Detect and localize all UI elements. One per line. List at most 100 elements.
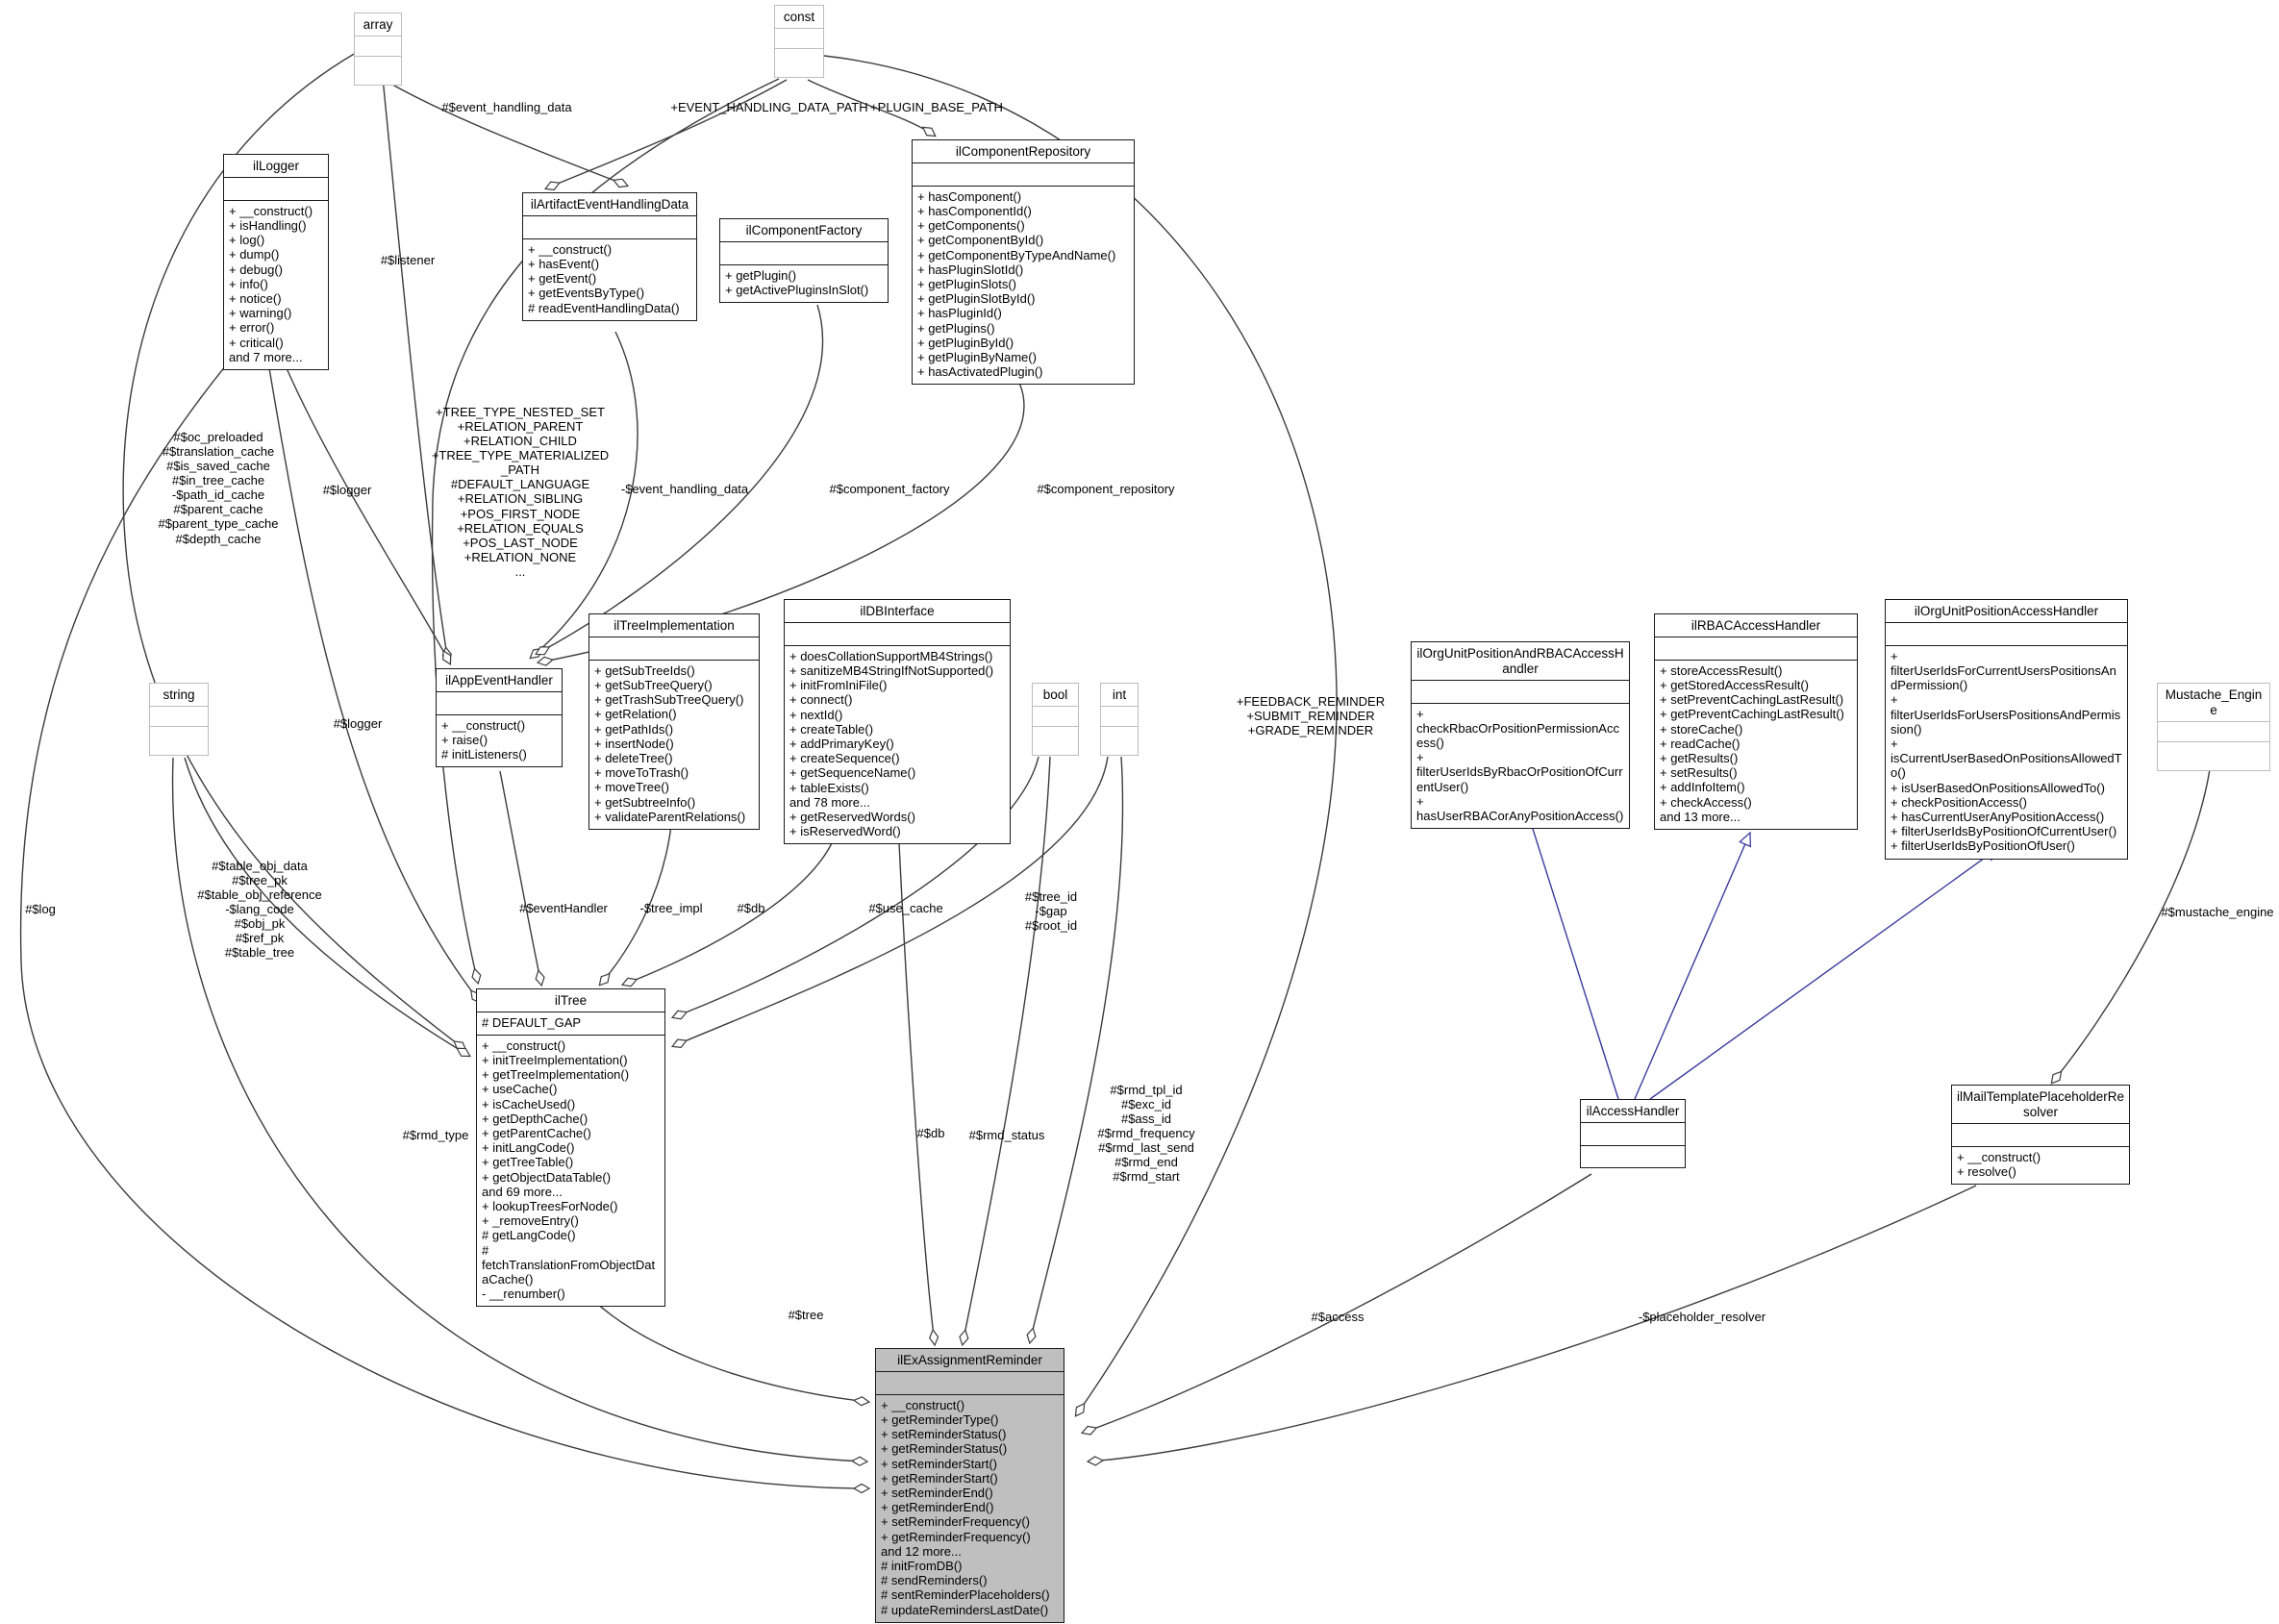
edge-label-reminder-constants: +FEEDBACK_REMINDER+SUBMIT_REMINDER+GRADE…	[1236, 694, 1386, 738]
class-methods: + __construct()+ hasEvent()+ getEvent()+…	[528, 241, 680, 315]
class-attributes	[1033, 707, 1078, 727]
class-node-int[interactable]: int	[1100, 683, 1139, 756]
edge-label-placeholder-resolver: -$placeholder_resolver	[1638, 1310, 1766, 1324]
class-attributes	[775, 29, 823, 49]
class-methods: + storeAccessResult()+ getStoredAccessRe…	[1660, 662, 1844, 824]
class-methods: + getPlugin()+ getActivePluginsInSlot()	[725, 267, 869, 297]
class-node-ilLogger[interactable]: ilLogger + __construct()+ isHandling()+ …	[223, 154, 329, 371]
class-methods	[1033, 727, 1078, 755]
class-methods: + __construct()+ initTreeImplementation(…	[482, 1037, 656, 1302]
class-node-ilArtifactEventHandlingData[interactable]: ilArtifactEventHandlingData + __construc…	[522, 192, 697, 321]
class-attributes	[876, 1372, 1064, 1395]
class-attributes	[2158, 722, 2269, 742]
class-node-ilComponentRepository[interactable]: ilComponentRepository + hasComponent()+ …	[912, 139, 1135, 386]
class-methods: + getSubTreeIds()+ getSubTreeQuery()+ ge…	[594, 662, 746, 824]
class-attributes	[1581, 1123, 1685, 1146]
edge-label-mustache-engine: #$mustache_engine	[2161, 905, 2274, 919]
class-title: ilMailTemplatePlaceholderResolver	[1952, 1086, 2129, 1124]
class-title: Mustache_Engine	[2158, 684, 2269, 722]
class-title: ilOrgUnitPositionAccessHandler	[1886, 600, 2127, 623]
class-methods	[150, 727, 208, 755]
class-attributes	[224, 178, 328, 201]
class-methods: + __construct()+ resolve()	[1957, 1149, 2041, 1179]
edge-label-tree-impl: -$tree_impl	[639, 901, 703, 915]
class-node-ilTreeImplementation[interactable]: ilTreeImplementation + getSubTreeIds()+ …	[589, 613, 760, 831]
class-attributes	[720, 242, 888, 265]
class-title: const	[775, 6, 823, 29]
class-title: ilTreeImplementation	[589, 614, 759, 637]
class-node-ilMailTemplatePlaceholderResolver[interactable]: ilMailTemplatePlaceholderResolver + __co…	[1951, 1085, 2130, 1185]
class-node-const[interactable]: const	[774, 5, 824, 78]
class-title: ilDBInterface	[785, 600, 1010, 623]
class-title: int	[1101, 684, 1138, 707]
class-node-ilRBACAccessHandler[interactable]: ilRBACAccessHandler + storeAccessResult(…	[1654, 613, 1858, 831]
class-node-array[interactable]: array	[354, 12, 402, 86]
edge-label-tree-constants: +TREE_TYPE_NESTED_SET+RELATION_PARENT+RE…	[431, 405, 610, 579]
edge-label-rmd-status: #$rmd_status	[968, 1128, 1045, 1142]
class-attributes	[1412, 681, 1629, 704]
edge-label-listener: #$listener	[380, 253, 436, 267]
class-methods: + doesCollationSupportMB4Strings()+ sani…	[789, 648, 994, 839]
class-title: ilRBACAccessHandler	[1655, 614, 1857, 637]
class-methods	[1101, 727, 1138, 755]
class-node-bool[interactable]: bool	[1032, 683, 1079, 756]
class-attributes	[785, 623, 1010, 646]
edge-label-plugin-base-path: +PLUGIN_BASE_PATH	[870, 100, 1003, 114]
class-title: ilAccessHandler	[1581, 1100, 1685, 1123]
class-methods: + __construct()+ isHandling()+ log()+ du…	[229, 203, 313, 364]
class-title: ilExAssignmentReminder	[876, 1349, 1064, 1372]
class-attributes	[1101, 707, 1138, 727]
class-attributes	[437, 692, 562, 715]
class-methods	[2158, 742, 2269, 770]
class-title: ilArtifactEventHandlingData	[523, 193, 696, 216]
class-title: ilOrgUnitPositionAndRBACAccessHandler	[1412, 642, 1629, 681]
class-title: ilComponentRepository	[913, 140, 1134, 163]
edge-label-component-repository: #$component_repository	[1037, 482, 1175, 496]
edge-label-tree: #$tree	[788, 1308, 824, 1322]
class-attributes	[355, 37, 401, 57]
class-attributes: # DEFAULT_GAP	[477, 1012, 664, 1036]
class-methods	[1581, 1146, 1685, 1167]
edge-label-table-names: #$table_obj_data#$tree_pk#$table_obj_ref…	[197, 859, 322, 961]
edge-label-component-factory: #$component_factory	[829, 482, 950, 496]
class-attributes	[1655, 637, 1857, 661]
class-node-ilDBInterface[interactable]: ilDBInterface + doesCollationSupportMB4S…	[784, 599, 1011, 845]
class-title: ilComponentFactory	[720, 219, 888, 242]
class-title: array	[355, 13, 401, 37]
class-methods: + hasComponent()+ hasComponentId()+ getC…	[917, 188, 1116, 380]
edge-label-event-handler: #$eventHandler	[519, 901, 608, 915]
class-title: string	[150, 684, 208, 707]
class-node-ilOrgUnitPositionAccessHandler[interactable]: ilOrgUnitPositionAccessHandler + filterU…	[1885, 599, 2128, 860]
class-node-Mustache_Engine[interactable]: Mustache_Engine	[2157, 683, 2270, 771]
class-methods	[775, 49, 823, 77]
class-title: ilAppEventHandler	[437, 669, 562, 692]
edge-label-db-2: #$db	[916, 1126, 945, 1140]
class-methods: + checkRbacOrPositionPermissionAccess()+…	[1416, 706, 1624, 823]
class-title: ilTree	[477, 989, 664, 1012]
class-node-string[interactable]: string	[149, 683, 209, 756]
class-methods	[355, 57, 401, 85]
edge-label-db-1: #$db	[737, 901, 765, 915]
edge-label-reminder-fields: #$rmd_tpl_id#$exc_id#$ass_id#$rmd_freque…	[1097, 1083, 1195, 1185]
class-node-ilOrgUnitPositionAndRBACAccessHandler[interactable]: ilOrgUnitPositionAndRBACAccessHandler + …	[1411, 641, 1630, 830]
edge-label-event-handling-data-path: +EVENT_HANDLING_DATA_PATH	[670, 100, 868, 114]
class-node-ilComponentFactory[interactable]: ilComponentFactory + getPlugin()+ getAct…	[719, 218, 889, 304]
edge-label-tree-caches: #$oc_preloaded#$translation_cache#$is_sa…	[158, 430, 279, 546]
edge-label-tree-id-gap-root: #$tree_id-$gap#$root_id	[1024, 889, 1078, 934]
class-node-ilExAssignmentReminder[interactable]: ilExAssignmentReminder + __construct()+ …	[875, 1348, 1064, 1623]
edge-label-log: #$log	[25, 902, 56, 916]
class-title: bool	[1033, 684, 1078, 707]
class-attributes	[913, 163, 1134, 187]
class-node-ilTree[interactable]: ilTree # DEFAULT_GAP + __construct()+ in…	[476, 988, 665, 1308]
edge-label-use-cache: #$use_cache	[868, 901, 943, 915]
class-attributes	[523, 216, 696, 239]
edge-label-event-handling-data: #$event_handling_data	[441, 100, 572, 114]
class-attributes	[1886, 623, 2127, 646]
class-node-ilAccessHandler[interactable]: ilAccessHandler	[1580, 1099, 1686, 1168]
class-node-ilAppEventHandler[interactable]: ilAppEventHandler + __construct()+ raise…	[436, 668, 563, 768]
class-attributes	[1952, 1124, 2129, 1147]
edge-label-access: #$access	[1311, 1310, 1365, 1324]
class-attributes	[589, 637, 759, 661]
